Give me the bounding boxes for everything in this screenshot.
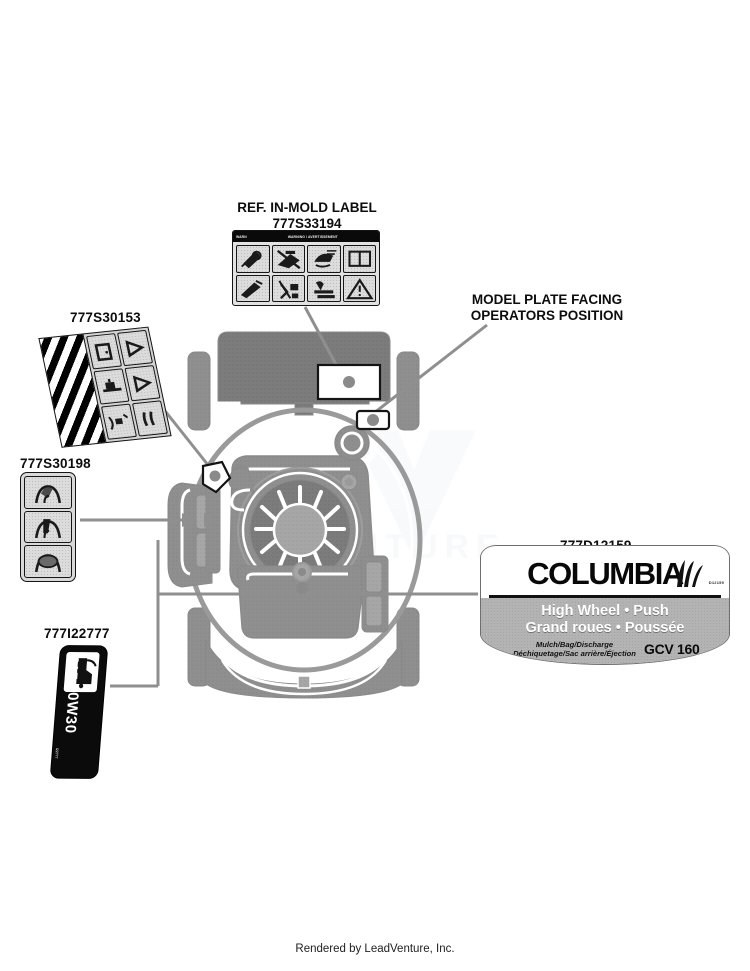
pictogram-read-manual — [236, 245, 270, 273]
decal-777S30153[interactable] — [38, 326, 172, 448]
decal-engine-model: GCV 160 — [644, 641, 700, 657]
in-mold-header-left: WARN — [236, 234, 247, 239]
pictogram-arrow-right-1 — [116, 329, 154, 367]
pictogram-squeeze-handle — [131, 399, 169, 437]
pictogram-thrown-objects — [307, 245, 341, 273]
watermark: ENTURE — [324, 430, 506, 566]
decal-small-french: Déchiquetage/Sac arrière/Éjection — [513, 649, 636, 658]
pictogram-stop-engine — [307, 274, 341, 302]
part-number-777S30153: 777S30153 — [70, 310, 141, 325]
model-plate-line-1: MODEL PLATE FACING — [471, 292, 623, 307]
footer-credit: Rendered by LeadVenture, Inc. — [295, 943, 455, 955]
pictogram-engine-start — [93, 368, 130, 405]
mower-front-skirt — [205, 639, 403, 699]
pictogram-handle-fold-3 — [24, 545, 72, 578]
pictogram-no-hands — [271, 245, 305, 273]
pictogram-manual-book — [342, 245, 376, 273]
mower-wheels — [187, 351, 420, 687]
mower-side-cover — [167, 482, 221, 588]
decal-line-french: Grand roues • Poussée — [525, 620, 685, 636]
in-mold-header-center: WARNING / AVERTISSEMENT — [287, 234, 338, 239]
in-mold-header-bar: WARN WARNING / AVERTISSEMENT — [233, 231, 379, 242]
part-number-777I22777: 777I22777 — [44, 626, 110, 641]
oil-can-icon — [63, 652, 100, 693]
decal-777D12159[interactable]: COLUMBIA D12159 High Wheel • Push Grand … — [480, 545, 730, 665]
oil-tiny-code: I22777 — [54, 747, 60, 759]
decal-line-english: High Wheel • Push — [541, 603, 669, 619]
pictogram-arrow-right-2 — [124, 364, 161, 402]
decal-tiny-code: D12159 — [708, 580, 724, 585]
pictogram-no-children — [271, 274, 305, 302]
pictogram-handle-fold-2 — [24, 510, 72, 544]
decal-777S30198[interactable] — [20, 472, 76, 582]
svg-text:ENTURE: ENTURE — [324, 528, 506, 566]
decal-small-text: Mulch/Bag/Discharge Déchiquetage/Sac arr… — [507, 640, 642, 658]
oil-sae-prefix: SAE — [66, 656, 81, 684]
oil-sae-grade: 10W30 — [61, 683, 83, 734]
decal-777S33194[interactable]: WARN WARNING / AVERTISSEMENT — [232, 230, 380, 306]
grass-logo-icon — [671, 558, 705, 588]
columbia-brand-text: COLUMBIA — [527, 556, 684, 591]
oil-grade-text: SAE 10W30 — [60, 656, 85, 756]
s30153-pictogram-grid — [82, 326, 172, 444]
decal-small-english: Mulch/Bag/Discharge — [535, 640, 614, 649]
in-mold-part-number: 777S33194 — [272, 216, 342, 231]
decal-777I22777[interactable]: SAE 10W30 I22777 — [49, 644, 109, 780]
part-number-777S30198: 777S30198 — [20, 456, 91, 471]
in-mold-pictogram-grid — [233, 242, 379, 305]
in-mold-title: REF. IN-MOLD LABEL — [237, 200, 377, 215]
leader-arrowheads — [182, 513, 218, 527]
model-plate-line-2: OPERATORS POSITION — [470, 308, 624, 323]
callout-boxes — [201, 363, 391, 594]
in-mold-label-caption: REF. IN-MOLD LABEL 777S33194 — [222, 200, 392, 232]
pictogram-door-open — [85, 333, 123, 370]
model-plate-caption: MODEL PLATE FACING OPERATORS POSITION — [452, 292, 642, 324]
decal-divider — [489, 595, 721, 598]
pictogram-control-lever — [100, 403, 138, 440]
mower-engine — [228, 425, 389, 639]
pictogram-warning-triangle — [342, 274, 376, 302]
pictogram-slope-warning — [236, 274, 270, 302]
decal-bottom-panel — [481, 598, 729, 664]
mower-deck — [185, 407, 423, 673]
pictogram-handle-fold-1 — [24, 476, 72, 509]
mower-handle-panel — [216, 331, 392, 477]
